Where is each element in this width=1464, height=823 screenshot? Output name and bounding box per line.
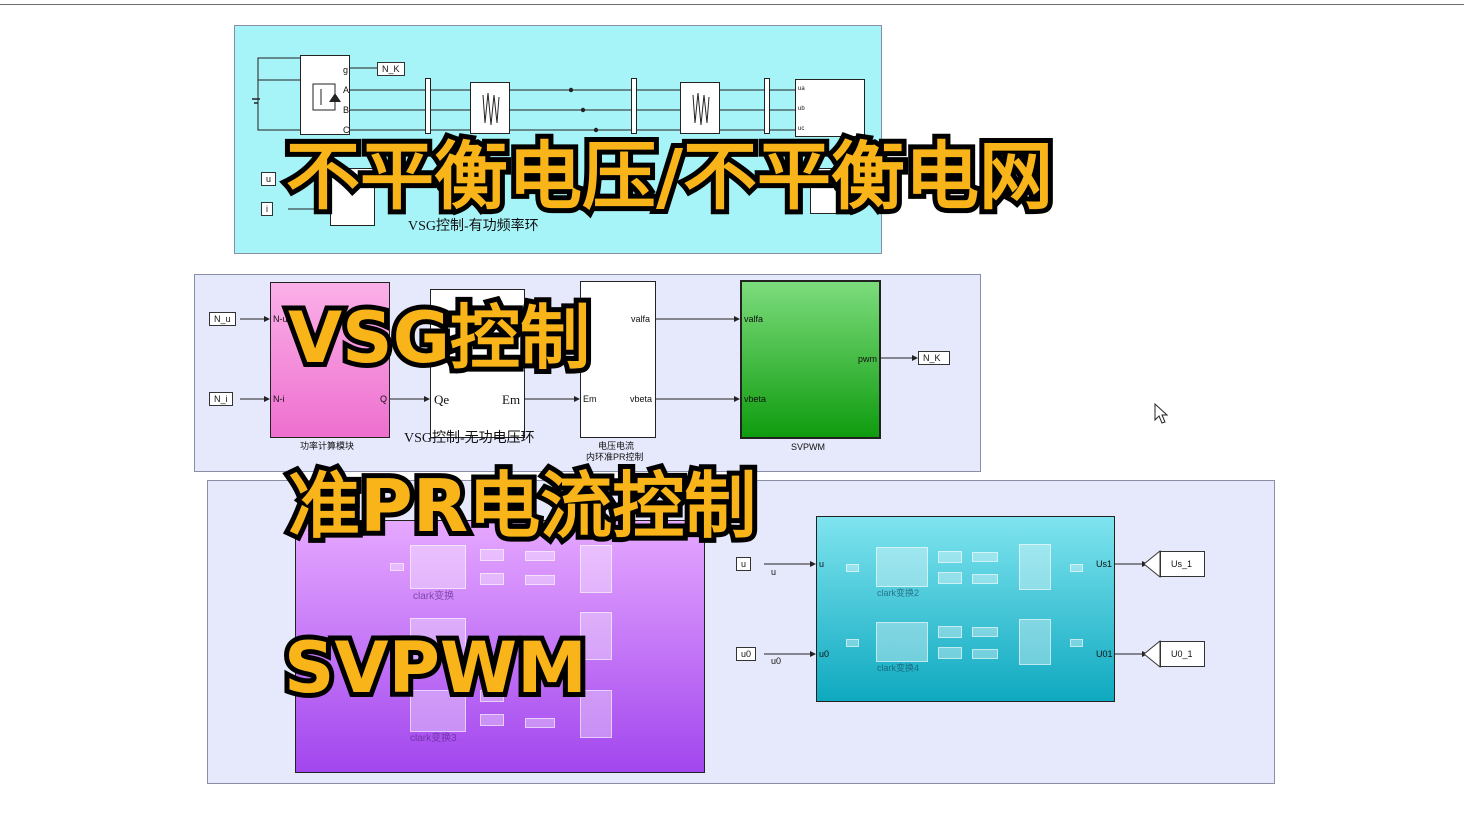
active-loop-output-block[interactable] bbox=[810, 168, 850, 214]
teal-in-u: u bbox=[819, 559, 825, 569]
vsg-reactive-voltage-block[interactable] bbox=[430, 289, 525, 438]
purple-inner-shape-5 bbox=[480, 690, 504, 702]
purple-inner-clark-box-2 bbox=[410, 618, 466, 662]
purple-inner-shape-4 bbox=[525, 575, 555, 585]
teal-out-u01: U01 bbox=[1096, 649, 1113, 659]
overlay-title-svpwm: SVPWM bbox=[279, 627, 592, 709]
measure-port-ua: ua bbox=[798, 86, 805, 92]
clark-subsystem-teal[interactable] bbox=[816, 516, 1115, 702]
measure-port-uc: uc bbox=[798, 126, 805, 132]
teal-inner-shape-8 bbox=[972, 649, 998, 659]
window-top-border bbox=[0, 4, 1464, 5]
teal-inner-out-2 bbox=[1070, 639, 1083, 647]
svpwm-block[interactable] bbox=[740, 280, 881, 439]
teal-inner-shape-6 bbox=[938, 647, 962, 659]
area1-label: VSG控制-有功频率环 bbox=[408, 219, 539, 234]
from-tag-i-area1[interactable]: i bbox=[261, 202, 273, 216]
teal-sub-label-clark2: clark变换2 bbox=[877, 588, 920, 598]
bus-bar-2[interactable] bbox=[631, 78, 637, 134]
svpwm-out-pwm: pwm bbox=[858, 354, 878, 364]
inverter-port-b: B bbox=[343, 105, 350, 115]
teal-in-u0: u0 bbox=[819, 649, 830, 659]
purple-inner-clark-box-1 bbox=[410, 545, 466, 589]
goto-tag-n-k-top[interactable]: N_K bbox=[377, 62, 405, 76]
purple-inner-in-1 bbox=[390, 563, 404, 571]
igbt-inverter-block[interactable] bbox=[300, 55, 350, 135]
pr-block-in-em: Em bbox=[583, 394, 597, 404]
from-tag-n-i[interactable]: N_i bbox=[209, 392, 233, 406]
pr-current-control-block[interactable] bbox=[580, 281, 656, 438]
bus-bar-3[interactable] bbox=[764, 78, 770, 134]
purple-inner-shape-3 bbox=[525, 551, 555, 561]
goto-tag-n-k[interactable]: N_K bbox=[918, 351, 950, 365]
purple-sub-label-clark3: clark变换3 bbox=[410, 733, 457, 744]
from-tag-u-area3[interactable]: u bbox=[736, 557, 752, 571]
vsg-block-out-em: Em bbox=[502, 392, 521, 407]
teal-inner-shape-1 bbox=[938, 551, 962, 563]
teal-inner-mux-2 bbox=[1019, 619, 1051, 665]
from-tag-u0-area3[interactable]: u0 bbox=[736, 647, 757, 661]
overlay-title-pr-current-control: 准PR电流控制 bbox=[283, 464, 761, 548]
teal-inner-shape-2 bbox=[938, 572, 962, 584]
pr-block-label-line1: 电压电流 bbox=[598, 441, 635, 451]
purple-inner-mux-3 bbox=[580, 690, 612, 738]
purple-inner-mux-2 bbox=[580, 612, 612, 660]
power-block-label: 功率计算模块 bbox=[300, 441, 355, 451]
dc-source-block[interactable] bbox=[251, 93, 261, 111]
pr-block-label-line2: 内环准PR控制 bbox=[586, 452, 644, 462]
teal-inner-shape-3 bbox=[972, 552, 998, 562]
power-calc-block-area1[interactable] bbox=[330, 168, 375, 226]
purple-inner-shape-1 bbox=[480, 549, 504, 561]
overlay-title-vsg-control: VSG控制 bbox=[283, 297, 595, 379]
lc-filter-block[interactable] bbox=[470, 82, 510, 134]
svpwm-in-valfa: valfa bbox=[744, 314, 764, 324]
purple-inner-shape-7 bbox=[525, 718, 555, 728]
purple-inner-shape-2 bbox=[480, 573, 504, 585]
inverter-port-c: C bbox=[343, 125, 350, 135]
teal-inner-shape-4 bbox=[972, 574, 998, 584]
vsg-block-in-qe: Qe bbox=[434, 392, 450, 407]
teal-inner-shape-5 bbox=[938, 626, 962, 638]
bus-bar-1[interactable] bbox=[425, 78, 431, 134]
power-block-in-n-u: N-u bbox=[273, 314, 288, 324]
pr-block-out-valfa: valfa bbox=[631, 314, 651, 324]
teal-inner-in-1 bbox=[846, 564, 859, 572]
teal-inner-mux-1 bbox=[1019, 544, 1051, 590]
purple-sub-label-clark: clark变换 bbox=[413, 591, 455, 602]
purple-inner-clark-box-3 bbox=[410, 690, 466, 732]
goto-tag-us-1[interactable]: Us_1 bbox=[1160, 551, 1205, 577]
teal-inner-in-2 bbox=[846, 639, 859, 647]
teal-out-us1: Us1 bbox=[1096, 559, 1113, 569]
from-tag-u-area1[interactable]: u bbox=[261, 172, 277, 186]
voltage-measurement-block[interactable] bbox=[795, 79, 865, 137]
load-block[interactable] bbox=[680, 82, 720, 134]
teal-inner-shape-7 bbox=[972, 627, 998, 637]
from-tag-n-u[interactable]: N_u bbox=[209, 312, 236, 326]
teal-sub-label-clark4: clark变换4 bbox=[877, 663, 920, 673]
pr-block-out-vbeta: vbeta bbox=[630, 394, 653, 404]
inverter-port-g: g bbox=[343, 65, 349, 75]
purple-inner-mux-1 bbox=[580, 545, 612, 593]
inverter-port-a: A bbox=[343, 85, 350, 95]
goto-tag-u0-1[interactable]: U0_1 bbox=[1160, 641, 1205, 667]
wire-label-u0: u0 bbox=[771, 656, 782, 666]
wire-label-u: u bbox=[771, 567, 777, 577]
overlay-title-unbalanced-grid: 不平衡电压/不平衡电网 bbox=[281, 134, 1058, 220]
teal-inner-clark-box-2 bbox=[876, 622, 928, 662]
power-block-out-q: Q bbox=[380, 394, 388, 404]
svpwm-in-vbeta: vbeta bbox=[744, 394, 767, 404]
purple-inner-shape-6 bbox=[480, 714, 504, 726]
teal-inner-clark-box-1 bbox=[876, 547, 928, 587]
vsg-block-label: VSG控制-无功电压环 bbox=[404, 431, 535, 446]
measure-port-ub: ub bbox=[798, 106, 805, 112]
power-calculation-block[interactable] bbox=[270, 282, 390, 438]
clark-subsystem-purple[interactable] bbox=[295, 520, 705, 773]
power-block-in-n-i: N-i bbox=[273, 394, 285, 404]
teal-inner-out-1 bbox=[1070, 564, 1083, 572]
svpwm-block-label: SVPWM bbox=[791, 442, 826, 452]
